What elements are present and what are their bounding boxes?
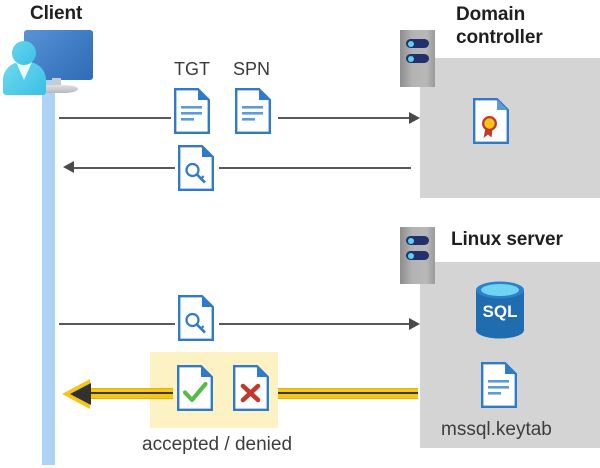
server-led-icon: [406, 251, 429, 260]
key-document-icon: [178, 145, 214, 191]
arrow-line-request-b: [278, 117, 411, 119]
certificate-document-icon: [473, 98, 509, 144]
person-collar-icon: [16, 62, 32, 80]
arrow-head-left-icon: [63, 161, 74, 173]
server-led-icon: [406, 236, 429, 245]
tgt-document-icon: [174, 88, 210, 134]
linux-server-title: Linux server: [451, 229, 563, 250]
arrow-head-right-icon: [409, 318, 420, 330]
arrow-head-left-dark-icon: [70, 383, 91, 405]
domain-controller-server-icon: [400, 30, 435, 87]
accepted-denied-label: accepted / denied: [142, 434, 293, 455]
domain-controller-title: Domain controller: [456, 4, 543, 48]
spn-label: SPN: [233, 59, 271, 79]
arrow-line-result-b: [278, 388, 418, 399]
tgt-label: TGT: [174, 59, 210, 79]
client-lifeline: [42, 77, 55, 465]
arrow-line-reply-a: [74, 167, 175, 169]
accepted-document-icon: [177, 365, 213, 411]
arrow-line-present-a: [59, 323, 175, 325]
arrow-line-reply-b: [219, 167, 411, 169]
keytab-filename-label: mssql.keytab: [441, 419, 552, 440]
person-head-icon: [12, 41, 36, 65]
arrow-line-request-a: [59, 117, 171, 119]
linux-server-server-icon: [400, 227, 435, 284]
denied-document-icon: [233, 365, 269, 411]
server-led-icon: [406, 39, 429, 48]
arrow-line-present-b: [219, 323, 411, 325]
arrow-line-result-a: [88, 388, 173, 399]
arrow-head-right-icon: [409, 112, 420, 124]
key-document-icon: [178, 295, 214, 341]
sql-database-icon: SQL: [473, 281, 527, 339]
domain-controller-panel: [420, 58, 600, 198]
spn-document-icon: [235, 88, 271, 134]
server-led-icon: [406, 54, 429, 63]
keytab-document-icon: [481, 362, 517, 408]
monitor-stand-icon: [52, 78, 61, 88]
sql-database-label: SQL: [483, 302, 518, 321]
monitor-base-icon: [37, 85, 78, 93]
client-title: Client: [30, 3, 83, 24]
